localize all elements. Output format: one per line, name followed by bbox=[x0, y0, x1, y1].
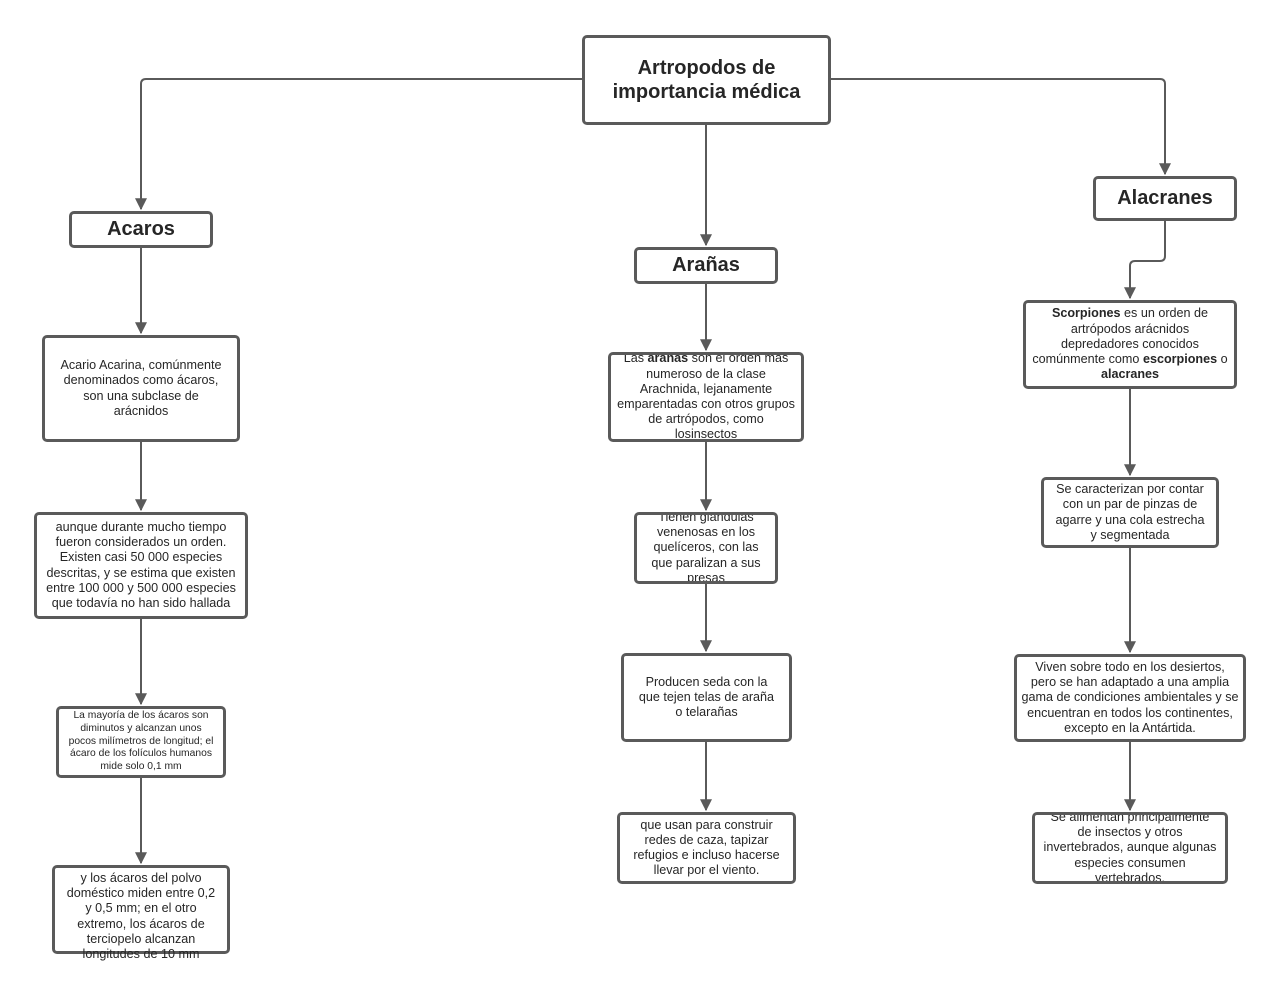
aranas-header-label: Arañas bbox=[672, 254, 740, 276]
acaros-node-4: y los ácaros del polvo doméstico miden e… bbox=[52, 865, 230, 961]
alacranes-node-3-text: Viven sobre todo en los desiertos, pero … bbox=[1021, 659, 1239, 735]
acaros-node-3: La mayoría de los ácaros son diminutos y… bbox=[56, 706, 226, 778]
aranas-node-2-text: Tienen glándulas venenosas en los quelíc… bbox=[651, 512, 761, 584]
aranas-node-3-text: Producen seda con la que tejen telas de … bbox=[638, 674, 775, 720]
acaros-node-1: Acario Acarina, comúnmente denominados c… bbox=[42, 335, 240, 442]
alacranes-node-2-text: Se caracterizan por contar con un par de… bbox=[1055, 482, 1205, 542]
acaros-node-4-text: y los ácaros del polvo doméstico miden e… bbox=[66, 871, 216, 962]
acaros-header-label: Acaros bbox=[107, 218, 175, 240]
aranas-node-1: Las arañas son el orden más numeroso de … bbox=[608, 352, 804, 442]
acaros-node-2-text: aunque durante mucho tiempo fueron consi… bbox=[46, 519, 236, 610]
alacranes-node-1-part2: o bbox=[1217, 352, 1228, 367]
alacranes-node-1-bold2: escorpiones bbox=[1142, 352, 1218, 367]
alacranes-node-1-bold1: Scorpiones bbox=[1051, 306, 1121, 321]
aranas-node-1-part1: Las bbox=[623, 352, 648, 366]
acaros-node-3-text: La mayoría de los ácaros son diminutos y… bbox=[68, 710, 214, 773]
alacranes-node-4: Se alimentan principalmente de insectos … bbox=[1032, 812, 1228, 884]
connector-root-acaros bbox=[135, 78, 583, 211]
aranas-header: Arañas bbox=[634, 247, 778, 284]
acaros-node-1-text: Acario Acarina, comúnmente denominados c… bbox=[60, 358, 222, 418]
alacranes-node-3: Viven sobre todo en los desiertos, pero … bbox=[1014, 654, 1246, 742]
alacranes-node-4-text: Se alimentan principalmente de insectos … bbox=[1043, 812, 1217, 884]
aranas-node-2: Tienen glándulas venenosas en los quelíc… bbox=[634, 512, 778, 584]
aranas-insectos-link[interactable]: insectos bbox=[690, 427, 738, 442]
alacranes-node-1: Scorpiones es un orden de artrópodos ará… bbox=[1023, 300, 1237, 389]
alacranes-node-1-part1: es un orden de artrópodos arácnidos depr… bbox=[1032, 306, 1209, 367]
aranas-node-1-bold: arañas bbox=[647, 352, 689, 366]
acaros-header: Acaros bbox=[69, 211, 213, 248]
acaros-node-2: aunque durante mucho tiempo fueron consi… bbox=[34, 512, 248, 619]
alacranes-node-2: Se caracterizan por contar con un par de… bbox=[1041, 477, 1219, 548]
aranas-node-4-text: que usan para construir redes de caza, t… bbox=[633, 817, 780, 878]
aranas-node-4: que usan para construir redes de caza, t… bbox=[617, 812, 796, 884]
connector-alacranes-1 bbox=[1124, 220, 1166, 300]
aranas-node-3: Producen seda con la que tejen telas de … bbox=[621, 653, 792, 742]
alacranes-header: Alacranes bbox=[1093, 176, 1237, 221]
root-node: Artropodos de importancia médica bbox=[582, 35, 831, 125]
aranas-node-1-part2: son el orden más numeroso de la clase Ar… bbox=[617, 352, 795, 442]
root-title: Artropodos de importancia médica bbox=[612, 57, 801, 103]
aranas-node-1-text: Las arañas son el orden más numeroso de … bbox=[617, 352, 795, 442]
alacranes-node-1-bold3: alacranes bbox=[1100, 367, 1160, 382]
alacranes-header-label: Alacranes bbox=[1117, 187, 1213, 209]
alacranes-node-1-text: Scorpiones es un orden de artrópodos ará… bbox=[1032, 306, 1228, 382]
connector-root-alacranes bbox=[830, 78, 1171, 176]
